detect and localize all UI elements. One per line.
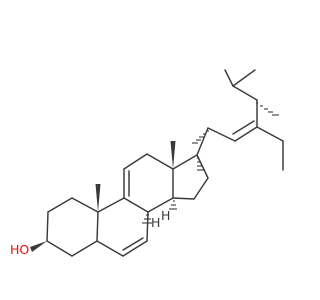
hash-bond <box>192 130 209 144</box>
hashed-bonds <box>142 102 279 224</box>
bond <box>207 127 236 142</box>
bond <box>196 127 209 156</box>
bond <box>96 211 99 242</box>
bond <box>71 240 98 257</box>
bond <box>97 197 125 213</box>
bond <box>232 69 256 87</box>
wedge-bond <box>95 184 101 212</box>
ring-c <box>123 153 174 213</box>
bond <box>146 211 149 242</box>
bond <box>232 85 258 101</box>
h-label: H <box>161 208 170 223</box>
oh-wedge-bond <box>30 241 47 252</box>
bond <box>256 126 284 142</box>
hash-bond <box>256 102 279 116</box>
bond <box>234 126 258 142</box>
wedge-bond <box>170 141 176 169</box>
bond <box>96 240 124 257</box>
bond <box>123 153 148 170</box>
bond <box>193 177 209 200</box>
bond <box>122 240 148 257</box>
bond <box>147 197 174 213</box>
double-bond <box>232 120 255 135</box>
bond <box>71 197 99 213</box>
side-chain <box>196 69 284 171</box>
h-label: H <box>151 215 160 230</box>
skeletal-formula: HO H H <box>10 69 284 257</box>
hash-bond <box>197 157 205 171</box>
bond <box>46 211 49 242</box>
ring-a <box>46 197 99 257</box>
bond <box>172 197 195 200</box>
double-bond <box>122 237 144 251</box>
bond <box>123 197 149 213</box>
structure-canvas: HO H H <box>10 69 284 257</box>
methyl-groups <box>95 141 176 212</box>
bond <box>172 154 198 170</box>
bond <box>146 153 174 170</box>
hydroxyl-label: HO <box>10 242 29 257</box>
hash-bond <box>142 214 152 224</box>
bond <box>46 240 73 257</box>
bond <box>224 69 234 87</box>
hash-bond <box>169 200 177 210</box>
ring-d <box>172 154 209 200</box>
bond <box>47 197 73 213</box>
ring-b <box>96 197 149 257</box>
